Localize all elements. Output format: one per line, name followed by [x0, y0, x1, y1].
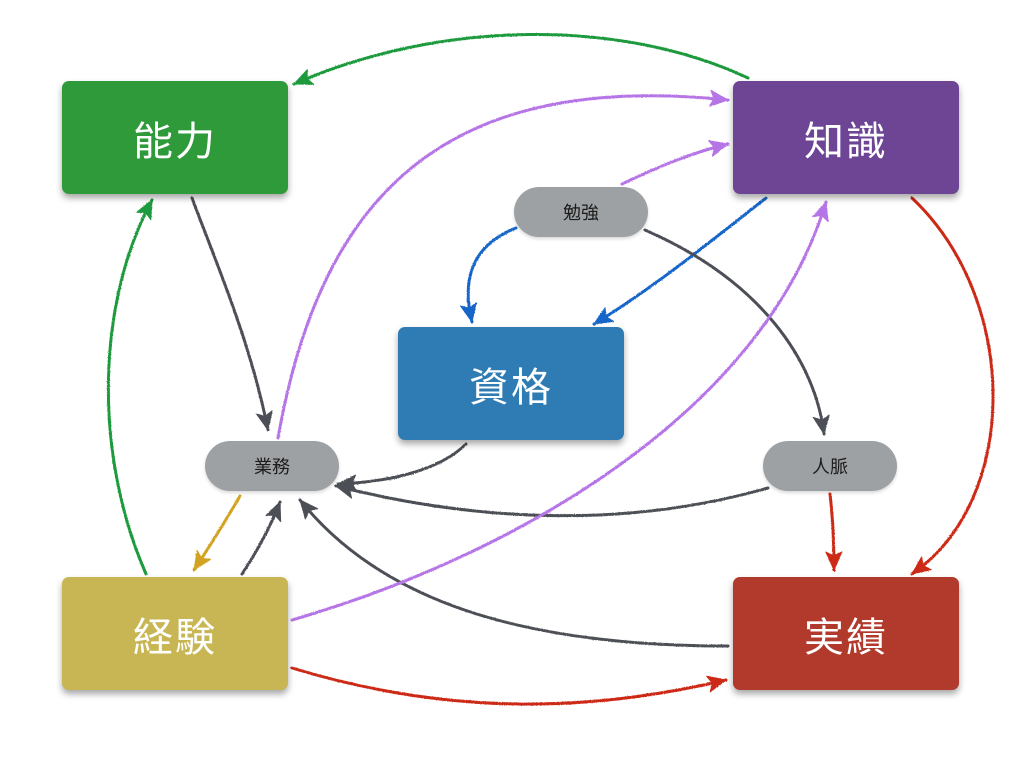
node-keiken: 経験: [62, 577, 288, 690]
arrow-benkyo-to-chishiki: [620, 142, 730, 186]
arrow-benkyo-to-jinmyaku-head: [812, 414, 830, 435]
arrow-gyomu-to-keiken-head: [193, 550, 212, 571]
arrow-benkyo-to-jinmyaku: [643, 228, 826, 436]
node-shikaku: 資格: [398, 327, 624, 440]
arrow-keiken-to-chishiki-head: [812, 201, 829, 223]
node-nouryoku: 能力: [62, 81, 288, 194]
arrow-keiken-to-gyomu-head: [265, 501, 282, 523]
node-benkyo: 勉強: [514, 187, 648, 237]
node-gyomu-label: 業務: [254, 457, 290, 478]
arrow-chishiki-to-nouryoku: [292, 33, 750, 86]
arrow-keiken-to-chishiki: [290, 200, 828, 622]
node-jinmyaku: 人脈: [763, 441, 897, 491]
arrow-jisseki-to-gyomu: [298, 498, 730, 648]
node-chishiki: 知識: [733, 81, 959, 194]
node-jinmyaku-label: 人脈: [812, 457, 848, 478]
arrow-jinmyaku-to-jisseki-head: [825, 551, 843, 571]
node-jisseki: 実績: [733, 577, 959, 690]
node-benkyo-label: 勉強: [563, 203, 599, 224]
node-shikaku-label: 資格: [469, 364, 553, 411]
arrow-chishiki-to-shikaku-head: [593, 307, 615, 325]
node-keiken-label: 経験: [133, 614, 217, 661]
arrow-chishiki-to-shikaku: [592, 196, 768, 326]
arrow-keiken-to-jisseki: [290, 666, 728, 706]
arrow-nouryoku-to-gyomu-head: [255, 410, 273, 431]
arrow-jinmyaku-to-gyomu-head: [335, 482, 356, 499]
arrow-gyomu-to-chishiki-head: [708, 89, 729, 107]
node-nouryoku-label: 能力: [133, 118, 217, 165]
arrow-nouryoku-to-gyomu: [190, 196, 270, 432]
arrow-chishiki-to-jisseki-head: [911, 556, 932, 575]
arrow-jinmyaku-to-gyomu: [334, 484, 770, 518]
arrow-keiken-to-jisseki-head: [706, 675, 727, 693]
arrow-keiken-to-nouryoku: [106, 198, 154, 576]
arrow-shikaku-to-gyomu: [336, 442, 468, 486]
arrow-benkyo-to-shikaku-head: [460, 302, 477, 323]
node-jisseki-label: 実績: [804, 614, 888, 661]
node-gyomu: 業務: [205, 441, 339, 491]
arrow-benkyo-to-chishiki-head: [708, 140, 729, 157]
node-chishiki-label: 知識: [804, 118, 888, 165]
arrow-keiken-to-nouryoku-head: [136, 199, 153, 221]
arrow-chishiki-to-nouryoku-head: [293, 69, 315, 85]
arrow-jisseki-to-gyomu-head: [299, 499, 319, 520]
arrow-chishiki-to-jisseki: [910, 196, 995, 576]
arrow-gyomu-to-chishiki: [276, 94, 730, 440]
